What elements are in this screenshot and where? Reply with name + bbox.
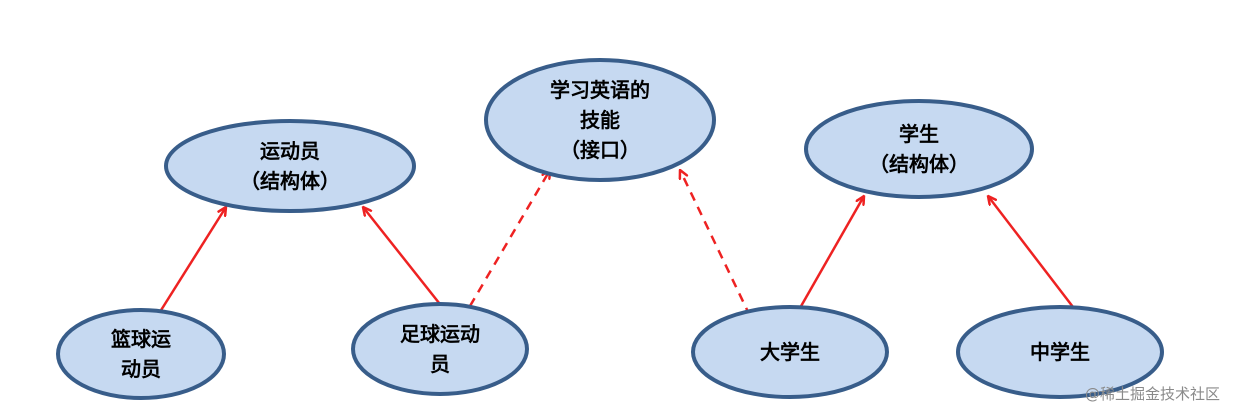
node-label: 学习英语的 bbox=[550, 78, 650, 102]
arrow-basketball-player-to-athlete bbox=[156, 207, 226, 316]
arrow-football-player-to-english-skill bbox=[468, 170, 550, 307]
node-label: （接口） bbox=[560, 138, 640, 162]
node-label: 员 bbox=[430, 352, 450, 376]
node-ellipse bbox=[804, 99, 1034, 199]
node-ellipse bbox=[691, 305, 889, 399]
node-ellipse bbox=[484, 58, 716, 182]
arrow-college-student-to-english-skill bbox=[680, 170, 752, 317]
node-label: 技能 bbox=[580, 108, 620, 132]
node-label: 中学生 bbox=[1030, 340, 1090, 364]
node-middle-school-student: 中学生 bbox=[956, 305, 1164, 399]
node-label: 足球运动 bbox=[400, 322, 480, 346]
node-label: （结构体） bbox=[869, 152, 969, 176]
arrow-football-player-to-athlete bbox=[363, 207, 448, 314]
arrow-middle-school-student-to-student bbox=[988, 196, 1074, 308]
node-ellipse bbox=[164, 119, 416, 213]
node-label: 动员 bbox=[121, 357, 161, 381]
node-athlete: 运动员 （结构体） bbox=[164, 119, 416, 213]
node-label: 运动员 bbox=[260, 139, 320, 163]
node-ellipse bbox=[956, 305, 1164, 399]
node-student: 学生 （结构体） bbox=[804, 99, 1034, 199]
node-label: 大学生 bbox=[760, 340, 820, 364]
node-label: （结构体） bbox=[240, 169, 340, 193]
node-college-student: 大学生 bbox=[691, 305, 889, 399]
arrow-college-student-to-student bbox=[798, 196, 864, 309]
node-ellipse bbox=[351, 302, 529, 396]
watermark: @稀土掘金技术社区 bbox=[1084, 385, 1220, 403]
node-label: 篮球运 bbox=[110, 327, 171, 351]
node-ellipse bbox=[56, 308, 226, 400]
node-label: 学生 bbox=[899, 122, 939, 146]
edges bbox=[156, 170, 1074, 317]
